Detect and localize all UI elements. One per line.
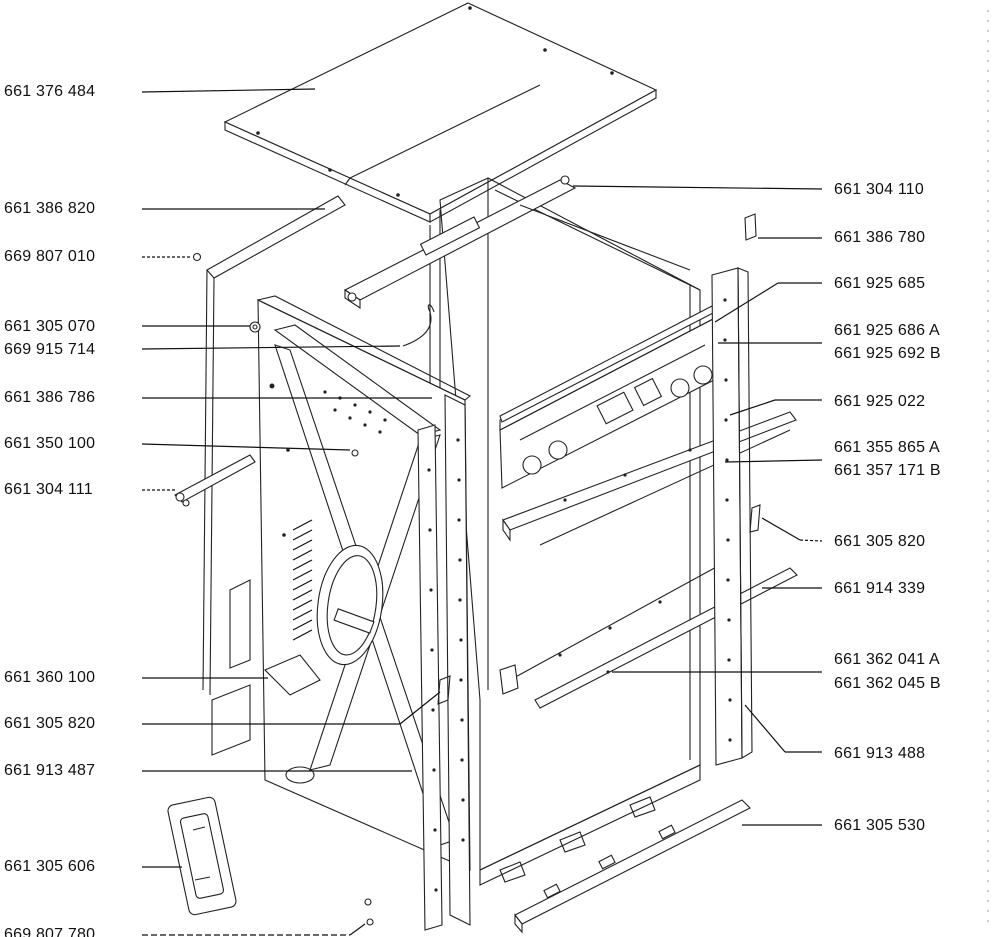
part-label-661-305-820-right: 661 305 820 xyxy=(834,533,926,550)
part-label-661-305-820-left: 661 305 820 xyxy=(4,715,96,732)
leader-lines-left xyxy=(141,88,441,936)
part-label-661-362-041-a: 661 362 041 A xyxy=(834,651,940,668)
wire-669-915-714 xyxy=(402,304,435,347)
part-label-661-350-100: 661 350 100 xyxy=(4,435,96,452)
bolt-661-350-100 xyxy=(351,449,359,457)
part-label-661-913-488: 661 913 488 xyxy=(834,745,926,762)
top-panel xyxy=(223,2,658,223)
hinge-part-661-305-606 xyxy=(167,796,237,916)
clip-661-305-820-right xyxy=(749,504,761,533)
part-label-661-355-865-a: 661 355 865 A xyxy=(834,439,940,456)
part-label-661-925-685: 661 925 685 xyxy=(834,275,926,292)
part-label-661-357-171-b: 661 357 171 B xyxy=(834,462,941,479)
screws-669-807-780 xyxy=(364,898,374,926)
part-label-661-304-111: 661 304 111 xyxy=(4,481,93,498)
screw-669-807-010 xyxy=(192,252,202,262)
bottom-plinth xyxy=(514,799,751,934)
front-left-upright xyxy=(417,394,471,931)
part-label-661-925-686-a: 661 925 686 A xyxy=(834,322,940,339)
part-label-669-915-714: 669 915 714 xyxy=(4,341,96,358)
front-rail-lower xyxy=(499,564,798,709)
leader-lines-right xyxy=(572,185,823,826)
part-label-661-362-045-b: 661 362 045 B xyxy=(834,675,941,692)
part-label-661-360-100: 661 360 100 xyxy=(4,669,96,686)
part-label-661-925-692-b: 661 925 692 B xyxy=(834,345,941,362)
top-rail-bracket xyxy=(343,175,691,310)
part-label-661-305-606: 661 305 606 xyxy=(4,858,96,875)
side-frame-panel xyxy=(256,295,472,871)
left-side-wall xyxy=(202,195,346,756)
part-label-661-914-339: 661 914 339 xyxy=(834,580,926,597)
part-label-661-386-820: 661 386 820 xyxy=(4,200,96,217)
control-panel xyxy=(499,309,719,489)
part-label-661-386-786: 661 386 786 xyxy=(4,389,96,406)
clip-661-386-780 xyxy=(744,213,757,241)
part-label-661-305-530: 661 305 530 xyxy=(834,817,926,834)
part-label-669-807-010: 669 807 010 xyxy=(4,248,96,265)
part-label-669-807-780: 669 807 780 xyxy=(4,926,96,937)
rear-panel xyxy=(429,177,701,871)
bottom-floor xyxy=(479,764,701,886)
lower-left-rail xyxy=(174,454,256,507)
part-label-661-376-484: 661 376 484 xyxy=(4,83,96,100)
vent-slots xyxy=(292,519,313,641)
clip-661-305-820-left xyxy=(437,675,451,705)
part-label-661-386-780: 661 386 780 xyxy=(834,229,926,246)
nut-661-305-070 xyxy=(249,321,261,333)
part-label-661-305-070: 661 305 070 xyxy=(4,318,96,335)
part-label-661-913-487: 661 913 487 xyxy=(4,762,96,779)
right-upright xyxy=(711,267,753,766)
part-label-661-925-022: 661 925 022 xyxy=(834,393,926,410)
part-label-661-304-110: 661 304 110 xyxy=(834,181,924,198)
